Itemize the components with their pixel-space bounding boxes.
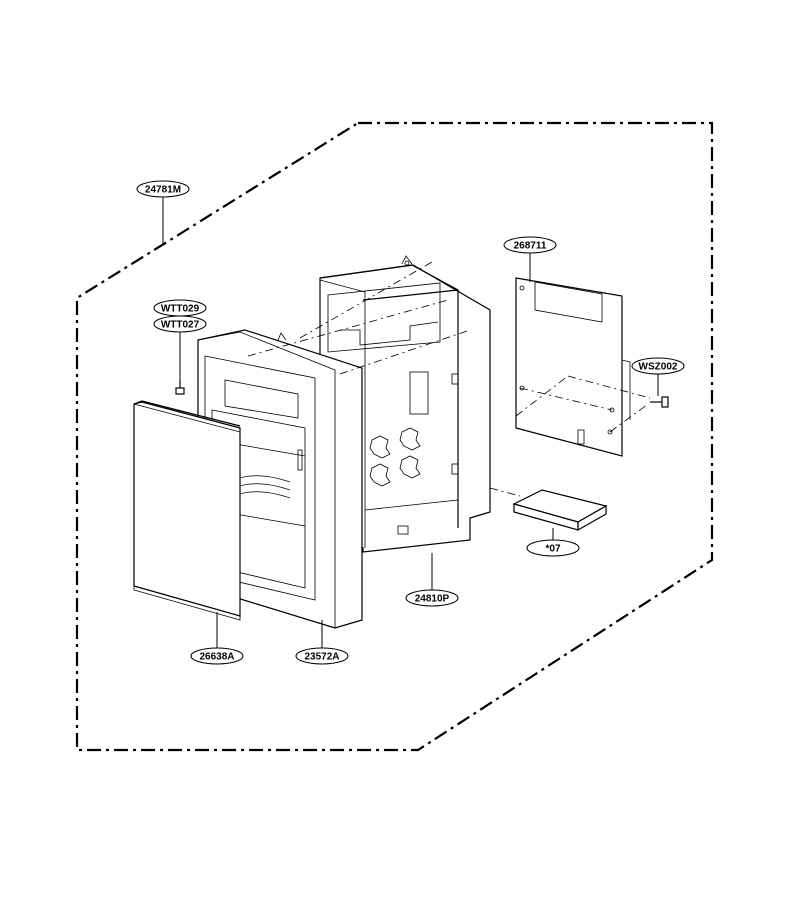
leader-lines: [162, 196, 659, 648]
part-label-WSZ002: WSZ002: [631, 357, 685, 375]
assembly-boundary: [75, 121, 714, 752]
sensor-part: [512, 489, 608, 532]
screw-wsz: [650, 396, 669, 408]
panel-cover-part: [133, 400, 241, 621]
part-label-24781M: 24781M: [136, 180, 190, 198]
part-label-text: 24781M: [145, 185, 181, 196]
part-label-268711: 268711: [503, 236, 557, 254]
screw-wtt: [175, 380, 185, 395]
part-label-text: WSZ002: [639, 362, 678, 373]
part-label-text: WTT027: [161, 320, 200, 331]
part-label-23572A: 23572A: [295, 647, 349, 665]
circuit-board-part: [515, 277, 631, 457]
part-label-WTT027: WTT027: [153, 315, 207, 333]
part-label-WTT029: WTT029: [153, 299, 207, 317]
alignment-lines: [247, 261, 651, 497]
part-label-24810P: 24810P: [405, 589, 459, 607]
part-label-text: *07: [545, 544, 560, 555]
part-label-07: *07: [526, 539, 580, 557]
part-label-text: 23572A: [304, 652, 339, 663]
part-label-text: 26638A: [199, 652, 234, 663]
part-label-26638A: 26638A: [190, 647, 244, 665]
part-label-text: 268711: [514, 241, 547, 252]
part-label-text: 24810P: [415, 594, 450, 605]
part-label-text: WTT029: [161, 304, 200, 315]
